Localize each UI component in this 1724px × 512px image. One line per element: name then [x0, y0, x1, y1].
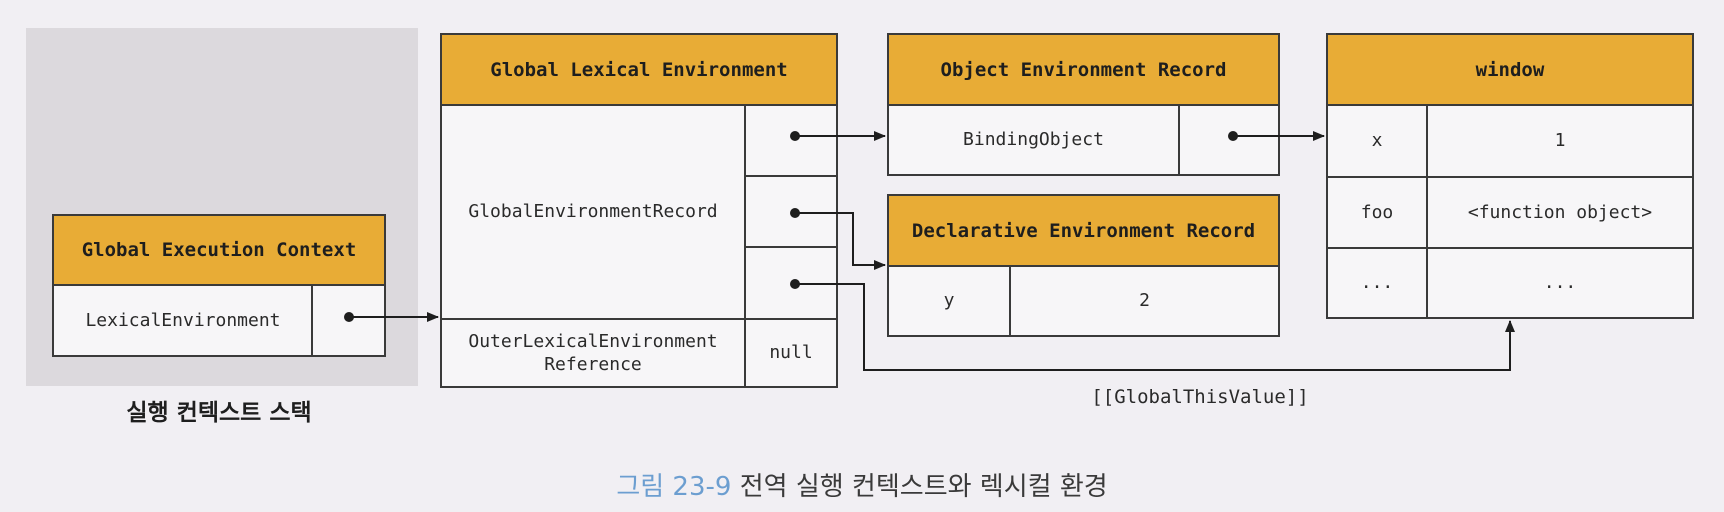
declarative-environment-record: Declarative Environment Record y 2: [887, 194, 1280, 337]
window-value-foo: <function object>: [1467, 201, 1653, 223]
declarative-environment-record-title: Declarative Environment Record: [889, 196, 1278, 267]
window-value-ellipsis: ...: [1543, 272, 1577, 294]
stack-label: 실행 컨텍스트 스택: [126, 400, 312, 426]
global-environment-record-label: GlobalEnvironmentRecord: [468, 201, 718, 223]
divider: [1328, 176, 1692, 178]
window-title: window: [1328, 35, 1692, 106]
arrow-declarative-record: [790, 208, 886, 270]
lexical-environment-cell: LexicalEnvironment: [85, 309, 281, 331]
global-lexical-environment: Global Lexical Environment GlobalEnviron…: [440, 33, 838, 388]
divider: [1009, 267, 1011, 335]
global-execution-context-title: Global Execution Context: [54, 216, 384, 286]
divider: [744, 246, 836, 248]
divider: [1328, 247, 1692, 249]
binding-object-label: BindingObject: [963, 129, 1104, 151]
divider: [1426, 106, 1428, 317]
object-environment-record: Object Environment Record BindingObject: [887, 33, 1280, 176]
figure-number: 그림 23-9: [616, 472, 732, 502]
global-this-value-label: [[GlobalThisValue]]: [1091, 386, 1309, 408]
window-key-ellipsis: ...: [1360, 272, 1394, 294]
arrow-lexical-environment: [344, 312, 439, 322]
divider: [442, 318, 836, 320]
arrow-object-record: [790, 131, 886, 141]
window-object: window x 1 foo <function object> ... ...: [1326, 33, 1694, 319]
declarative-value-2: 2: [1139, 290, 1150, 312]
arrow-global-this-value: [790, 279, 1515, 371]
window-key-foo: foo: [1360, 201, 1394, 223]
divider: [311, 286, 313, 355]
outer-reference-value: null: [769, 342, 813, 364]
global-lexical-environment-title: Global Lexical Environment: [442, 35, 836, 106]
object-environment-record-title: Object Environment Record: [889, 35, 1278, 106]
window-key-x: x: [1371, 130, 1383, 152]
window-value-x: 1: [1554, 130, 1566, 152]
divider: [1178, 106, 1180, 174]
figure-caption-text: 전역 실행 컨텍스트와 렉시컬 환경: [739, 472, 1108, 502]
divider: [744, 175, 836, 177]
declarative-key-y: y: [943, 290, 955, 312]
figure-caption: 그림 23-9 전역 실행 컨텍스트와 렉시컬 환경: [0, 466, 1724, 503]
global-execution-context: Global Execution Context LexicalEnvironm…: [52, 214, 386, 357]
arrow-binding-object: [1228, 131, 1325, 141]
outer-lexical-environment-reference-label: OuterLexicalEnvironment Reference: [468, 330, 718, 375]
